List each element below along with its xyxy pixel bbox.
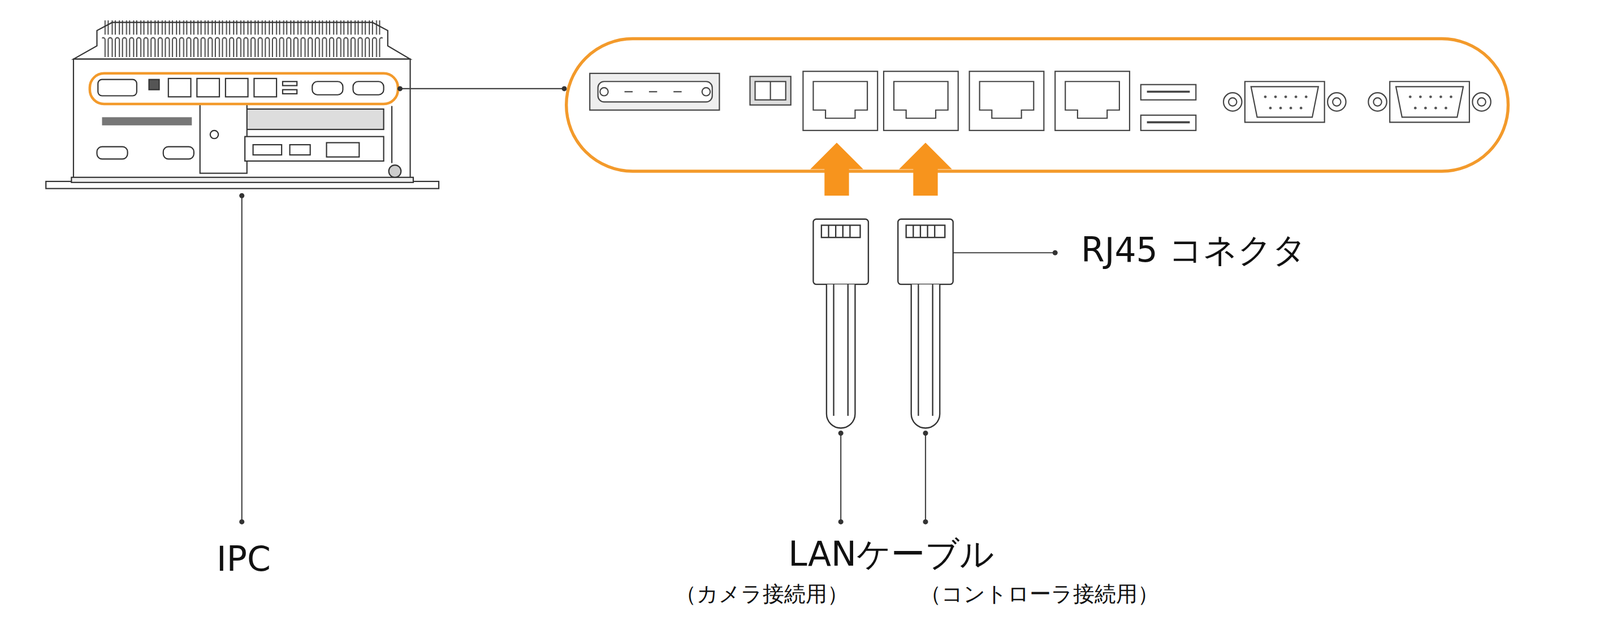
connector-label: RJ45 コネクタ	[1080, 229, 1307, 271]
ipc-device	[45, 20, 439, 189]
highlight-outline	[89, 73, 399, 105]
insert-arrows	[810, 142, 953, 196]
lan-cables	[813, 219, 953, 429]
usage-note: （コントローラ接続用）	[919, 581, 1160, 608]
usage-note: （カメラ接続用）	[675, 581, 849, 608]
port-panel	[566, 39, 1509, 172]
device-label: IPC	[216, 538, 271, 580]
panel-ports	[589, 71, 1491, 131]
db9-pins	[1264, 95, 1453, 110]
cable-label: LANケーブル	[788, 533, 994, 575]
